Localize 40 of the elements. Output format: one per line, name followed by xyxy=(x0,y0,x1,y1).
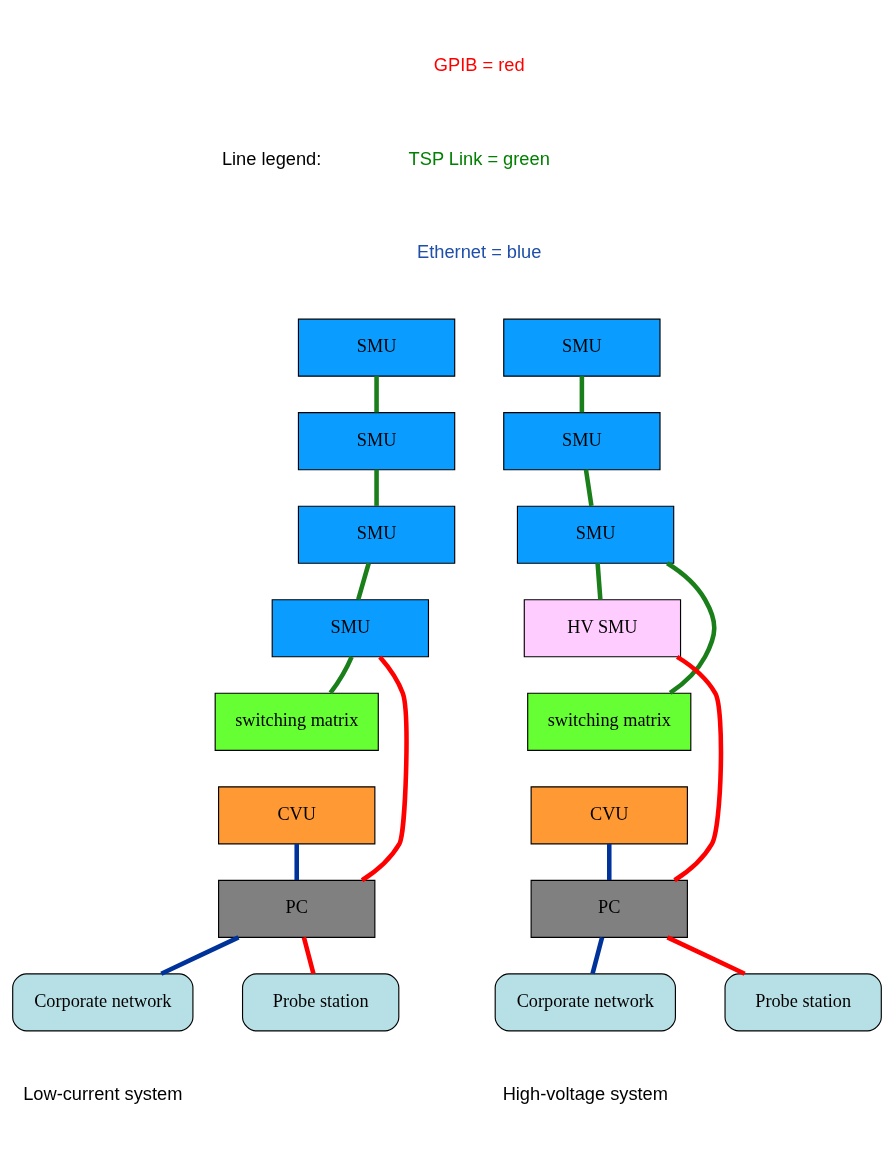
connector xyxy=(328,655,354,695)
legend-label: Ethernet = blue xyxy=(417,241,542,263)
node-box: Probe station xyxy=(724,973,882,1032)
connector xyxy=(301,936,316,975)
node-box: SMU xyxy=(297,318,456,377)
node-box: CVU xyxy=(218,786,376,845)
label: Line legend: xyxy=(221,147,322,169)
node-box: Corporate network xyxy=(494,973,676,1032)
legend-label: GPIB = red xyxy=(433,54,525,76)
node-box: Corporate network xyxy=(12,973,194,1032)
node-box: SMU xyxy=(297,505,456,564)
connector xyxy=(666,561,717,695)
node-box: SMU xyxy=(297,412,456,471)
node-box: PC xyxy=(530,879,688,938)
connector xyxy=(666,935,746,976)
connector xyxy=(595,563,603,600)
connector xyxy=(294,843,299,881)
connector xyxy=(579,376,585,413)
label: High-voltage system xyxy=(502,1083,668,1105)
node-box: switching matrix xyxy=(527,692,692,751)
node-box: SMU xyxy=(516,505,675,564)
node-box: SMU xyxy=(503,412,661,471)
node-box: SMU xyxy=(503,318,661,377)
connector xyxy=(673,655,724,883)
node-box: PC xyxy=(218,879,376,938)
node-box: HV SMU xyxy=(523,599,682,658)
node-box: CVU xyxy=(530,786,688,845)
connector xyxy=(583,469,594,507)
connector xyxy=(160,935,240,976)
connector xyxy=(356,562,371,601)
connector xyxy=(374,469,379,506)
connector xyxy=(590,936,605,975)
node-box: Probe station xyxy=(241,973,400,1032)
connector xyxy=(374,376,379,413)
connector xyxy=(606,843,612,881)
node-box: switching matrix xyxy=(214,692,379,751)
node-box: SMU xyxy=(271,599,430,658)
label: Low-current system xyxy=(23,1083,183,1105)
legend-label: TSP Link = green xyxy=(408,147,550,169)
connector xyxy=(360,655,409,883)
